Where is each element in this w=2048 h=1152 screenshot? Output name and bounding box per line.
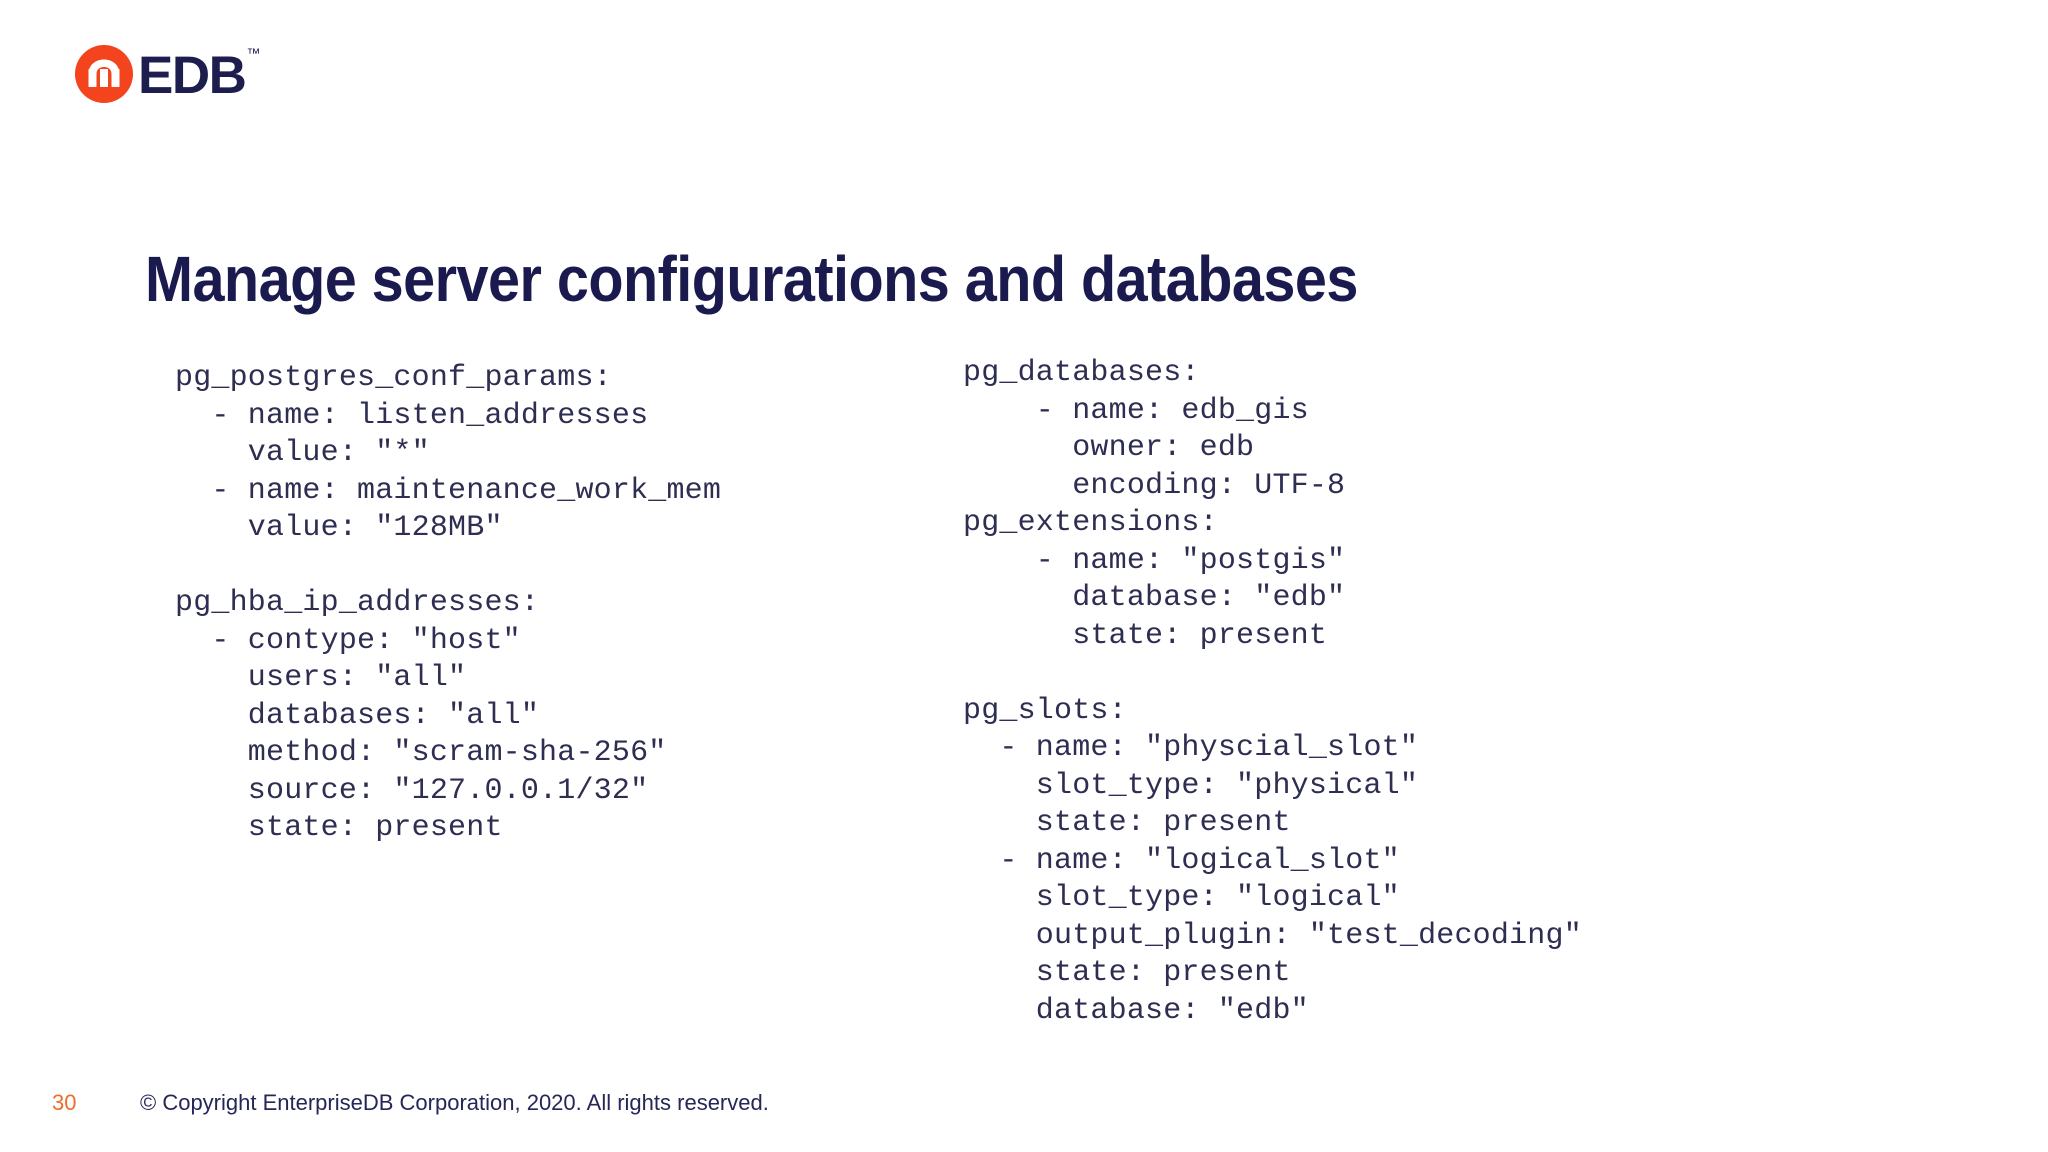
code-line: pg_extensions: (963, 506, 1218, 540)
code-line: state: present (963, 618, 1328, 653)
edb-wordmark-text: EDB (138, 45, 247, 105)
code-line: - name: "physcial_slot" (963, 731, 1419, 765)
code-line: pg_hba_ip_addresses: (175, 586, 540, 620)
code-line: slot_type: "physical" (963, 768, 1419, 803)
code-line: owner: edb (963, 431, 1255, 465)
code-line-blank (175, 548, 721, 586)
code-line: encoding: UTF-8 (963, 468, 1346, 503)
code-line: - name: "logical_slot" (963, 843, 1400, 878)
trademark-symbol: ™ (246, 44, 261, 61)
code-line: state: present (175, 811, 503, 845)
code-line: - name: maintenance_work_mem (175, 473, 722, 508)
code-line: databases: "all" (175, 698, 540, 733)
code-line: output_plugin: "test_decoding" (963, 918, 1582, 953)
page-title: Manage server configurations and databas… (145, 242, 1358, 315)
code-line: - name: edb_gis (963, 393, 1309, 428)
code-line: pg_databases: (963, 356, 1200, 390)
code-line: method: "scram-sha-256" (175, 736, 667, 770)
code-line-blank (963, 655, 1582, 693)
code-line: - name: "postgis" (963, 543, 1346, 578)
page-number: 30 (52, 1090, 77, 1115)
code-line: users: "all" (175, 661, 467, 695)
code-line: pg_postgres_conf_params: (175, 361, 612, 395)
code-line: source: "127.0.0.1/32" (175, 773, 649, 808)
code-line: - contype: "host" (175, 623, 521, 658)
code-line: slot_type: "logical" (963, 881, 1400, 915)
code-line: value: "128MB" (175, 511, 503, 545)
code-line: pg_slots: (963, 693, 1127, 728)
code-line: value: "*" (175, 436, 430, 470)
code-line: state: present (963, 806, 1291, 840)
edb-logo: EDB™ (74, 42, 260, 106)
edb-wordmark: EDB™ (138, 45, 260, 105)
code-line: database: "edb" (963, 993, 1309, 1028)
code-line: - name: listen_addresses (175, 398, 649, 433)
code-line: database: "edb" (963, 581, 1346, 615)
code-block-right: pg_databases: - name: edb_gis owner: edb… (963, 355, 1582, 1030)
code-line: state: present (963, 956, 1291, 990)
copyright-notice: © Copyright EnterpriseDB Corporation, 20… (140, 1090, 769, 1115)
code-block-left: pg_postgres_conf_params: - name: listen_… (175, 360, 721, 848)
edb-elephant-logo-icon (74, 44, 134, 104)
slide-footer: 30 © Copyright EnterpriseDB Corporation,… (0, 1089, 2048, 1129)
